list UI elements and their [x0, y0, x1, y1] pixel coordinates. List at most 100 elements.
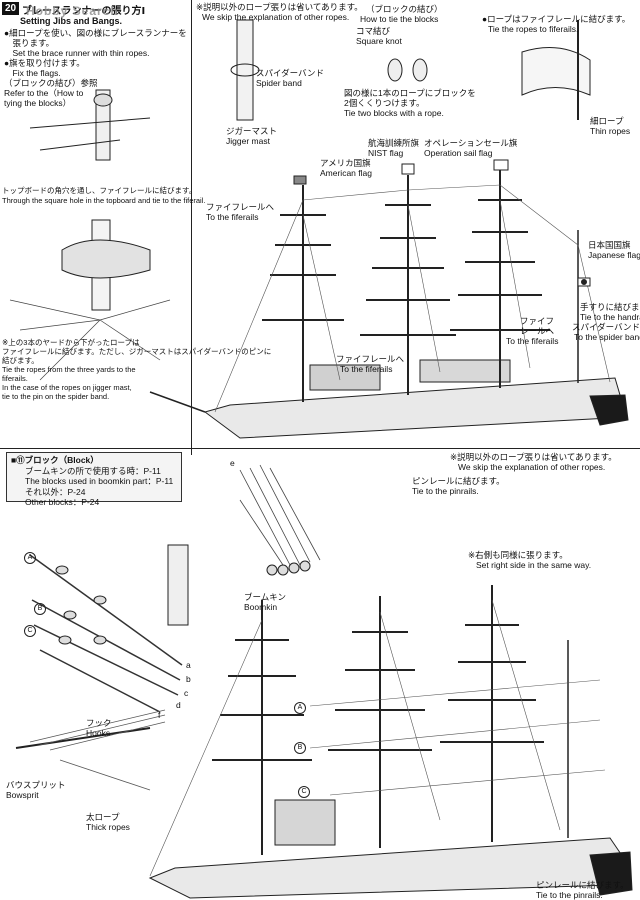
- right-side-note-jp: ※右側も同様に張ります。: [468, 550, 568, 560]
- pinrails-note-jp: ピンレールに結びます。: [412, 476, 505, 486]
- hooks-jp: フック: [86, 718, 112, 728]
- step-title-jp: ブレースランナーの張り方Ⅰ: [22, 6, 146, 17]
- topboard-note-en: Through the square hole in the topboard …: [2, 196, 206, 205]
- thick-ropes-en: Thick ropes: [86, 822, 130, 832]
- bowsprit-jp: バウスプリット: [6, 780, 66, 790]
- yards-note-line: tie to the pin on the spider band.: [2, 392, 110, 401]
- fiferail-label-c-jp: ファイフレールへ: [336, 354, 405, 364]
- step-line: （ブロックの結び）参照: [4, 78, 98, 88]
- rope-letter-f: f: [158, 710, 161, 720]
- yards-note-line: 結びます。: [2, 356, 39, 365]
- column-divider: [191, 0, 192, 455]
- block-legend: ■⑪ブロック（Block） ブームキンの所で使用する時：P-11 The blo…: [6, 452, 182, 507]
- step-line: ●旗を取り付けます。: [4, 58, 85, 68]
- rope-letter-a: a: [186, 660, 191, 670]
- tie-blocks-jp: （ブロックの結び）: [366, 4, 443, 14]
- yards-note-line: ファイフレールに結びます。ただし、ジガーマストはスパイダーバンドのピンに: [2, 347, 272, 356]
- skip-note-en: We skip the explanation of other ropes.: [202, 12, 350, 22]
- rope-letter-d: d: [176, 700, 181, 710]
- section-divider: [0, 448, 640, 449]
- american-flag-en: American flag: [320, 168, 372, 178]
- handrail-en: Tie to the handrail.: [580, 312, 640, 322]
- bottom-skip-note-en: We skip the explanation of other ropes.: [458, 462, 606, 472]
- spider-band-jp: スパイダーバンド: [256, 68, 325, 78]
- thin-ropes-en: Thin ropes: [590, 126, 631, 136]
- rope-letter-c: c: [184, 688, 189, 698]
- mast-detail-sketches: [9, 19, 591, 381]
- pinrails2-jp: ピンレールに結びます。: [536, 880, 629, 890]
- pinrails2-en: Tie to the pinrails.: [536, 890, 603, 900]
- japanese-flag-jp: 日本国国旗: [588, 240, 631, 250]
- fiferail-label-b-en: To the fiferails: [506, 336, 559, 346]
- nist-flag-en: NIST flag: [368, 148, 404, 158]
- spider-band-en: Spider band: [256, 78, 302, 88]
- square-knot-en: Square knot: [356, 36, 402, 46]
- step-number: 20: [2, 2, 19, 15]
- boomkin-jp: ブームキン: [244, 592, 286, 602]
- marker-c-ship: C: [298, 786, 310, 798]
- square-knot-jp: コマ結び: [356, 26, 391, 36]
- marker-b-ship: B: [294, 742, 306, 754]
- top-ship-illustration: [149, 159, 629, 439]
- nist-flag-jp: 航海訓練所旗: [368, 138, 420, 148]
- legend-line: それ以外：P-24: [25, 486, 86, 497]
- spider-band-target-jp: スパイダーバンドへ: [572, 322, 640, 332]
- step-line: 張ります。: [4, 38, 55, 48]
- marker-c-left: C: [24, 625, 36, 637]
- operation-flag-jp: オペレーションセール旗: [424, 138, 518, 148]
- topboard-note-jp: トップボードの角穴を通し、ファイフレールに結びます。: [2, 186, 197, 195]
- handrail-jp: 手すりに結びます。: [580, 302, 640, 312]
- yards-note: ※上の3本のヤードから下がったロープは ファイフレールに結びます。ただし、ジガー…: [2, 338, 271, 401]
- bowsprit-en: Bowsprit: [6, 790, 39, 800]
- tie-blocks-en: How to tie the blocks: [360, 14, 439, 24]
- fiferail-label-b-jp-2: レールへ: [520, 326, 555, 336]
- two-blocks-jp-2: 2個くくりつけます。: [344, 98, 425, 108]
- jigger-mast-jp: ジガーマスト: [226, 126, 278, 136]
- american-flag-jp: アメリカ国旗: [320, 158, 371, 168]
- yards-note-line: ※上の3本のヤードから下がったロープは: [2, 338, 140, 347]
- thin-ropes-jp: 細ロープ: [590, 116, 624, 126]
- marker-a-ship: A: [294, 702, 306, 714]
- step-line: Set the brace runner with thin ropes.: [4, 48, 150, 58]
- legend-line: ブームキンの所で使用する時：P-11: [25, 465, 161, 476]
- bottom-skip-note-jp: ※説明以外のロープ張りは省いてあります。: [450, 452, 617, 462]
- jigger-mast-en: Jigger mast: [226, 136, 270, 146]
- pinrails-note-en: Tie to the pinrails.: [412, 486, 479, 496]
- boomkin-bowsprit-sketches: [15, 464, 321, 791]
- legend-head: ■⑪ブロック（Block）: [11, 455, 99, 465]
- legend-line: Other blocks：P-24: [25, 497, 100, 507]
- instruction-steps: ●細ロープを使い、図の様にブレースランナーを 張ります。 Set the bra…: [4, 28, 187, 108]
- rope-letter-b: b: [186, 674, 191, 684]
- spider-band-target-en: To the spider bands: [574, 332, 640, 342]
- step-line: tying the blocks）: [4, 98, 72, 108]
- japanese-flag-en: Japanese flag: [588, 250, 640, 260]
- operation-flag-en: Operation sail flag: [424, 148, 493, 158]
- skip-note-jp: ※説明以外のロープ張りは省いてあります。: [196, 2, 363, 12]
- yards-note-line: fiferails.: [2, 374, 28, 383]
- legend-line: The blocks used in boomkin part：P-11: [25, 476, 174, 486]
- fiferail-label-a-jp: ファイフレールへ: [206, 202, 275, 212]
- right-side-note-en: Set right side in the same way.: [476, 560, 592, 570]
- marker-a-left: A: [24, 552, 36, 564]
- yards-note-line: In the case of the ropes on jigger mast,: [2, 383, 132, 392]
- fiferail-label-a-en: To the fiferails: [206, 212, 259, 222]
- fiferail-tie-jp: ●ロープはファイフレールに結びます。: [482, 14, 631, 24]
- step-line: ●細ロープを使い、図の様にブレースランナーを: [4, 28, 187, 38]
- step-line: Fix the flags.: [4, 68, 61, 78]
- fiferail-tie-en: Tie the ropes to fiferails.: [488, 24, 579, 34]
- yards-note-line: Tie the ropes from the three yards to th…: [2, 365, 136, 374]
- rope-letter-e: e: [230, 458, 235, 468]
- marker-b-left: B: [34, 603, 46, 615]
- fiferail-label-c-en: To the fiferails: [340, 364, 393, 374]
- watermark-logo: Hobby Search: [26, 4, 119, 18]
- step-line: Refer to the（How to: [4, 88, 84, 98]
- thick-ropes-jp: 太ロープ: [86, 812, 120, 822]
- title-en: Setting Jibs and Bangs.: [20, 16, 123, 26]
- boomkin-en: Boomkin: [244, 602, 278, 612]
- two-blocks-jp-1: 図の様に1本のロープにブロックを: [344, 88, 476, 98]
- bottom-ship-illustration: [148, 585, 633, 899]
- two-blocks-en: Tie two blocks with a rope.: [344, 108, 444, 118]
- fiferail-label-b-jp-1: ファイフ: [520, 316, 555, 326]
- hooks-en: Hooks: [86, 728, 111, 738]
